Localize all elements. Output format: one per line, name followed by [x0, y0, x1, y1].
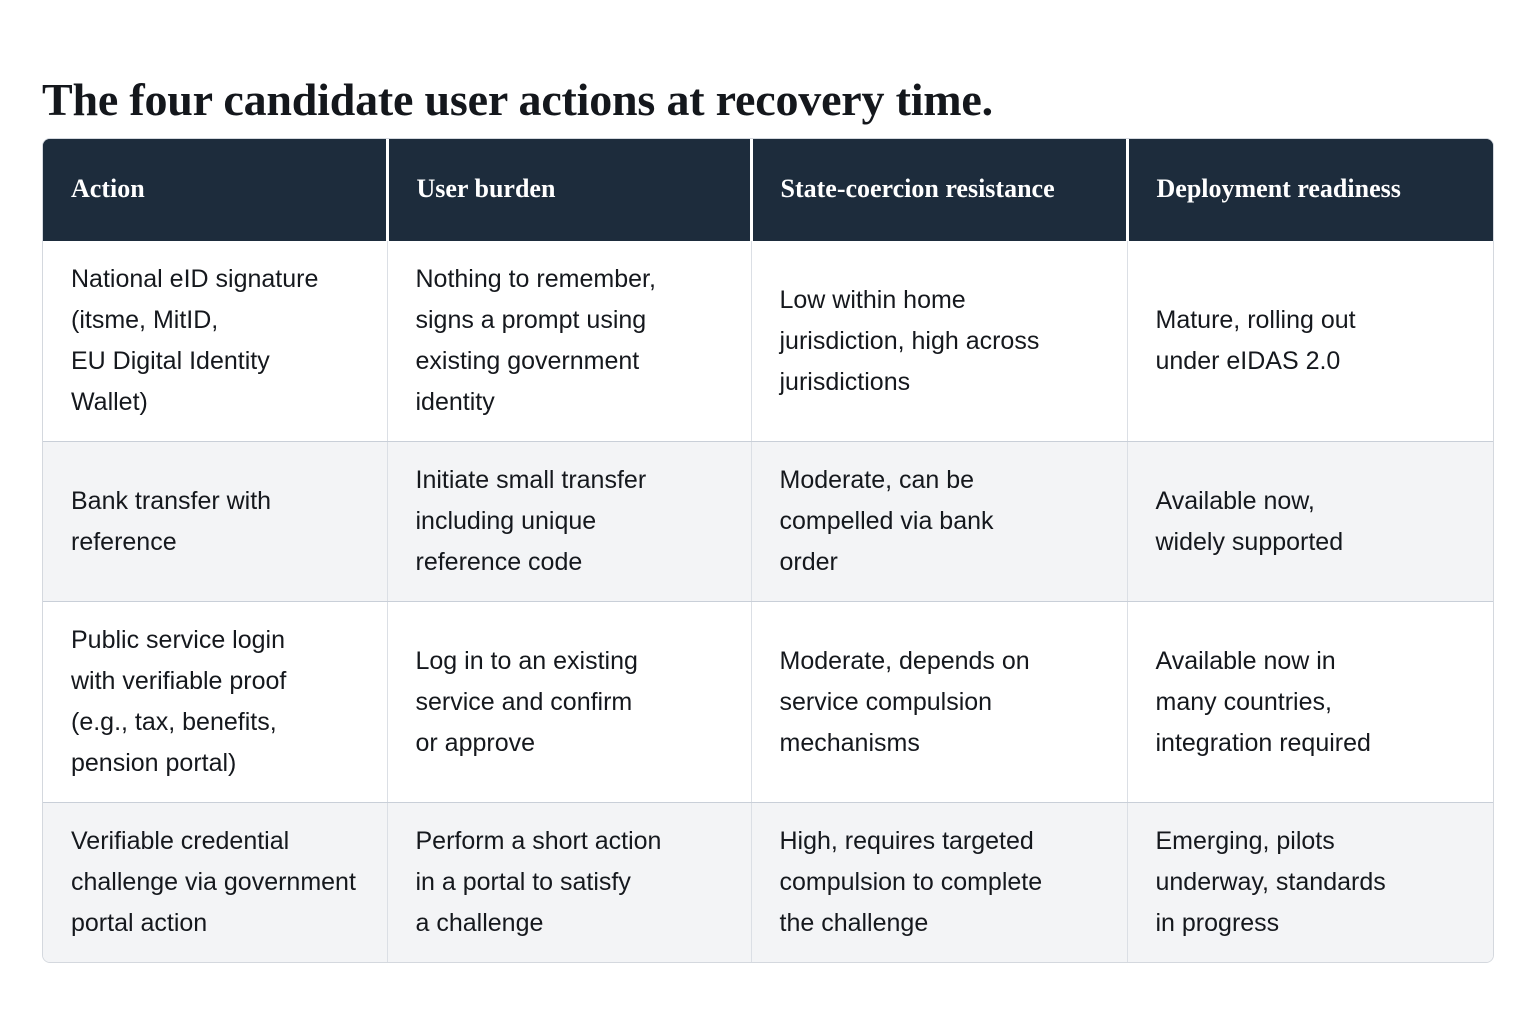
cell-text: Available now in many countries, integra…: [1155, 646, 1371, 757]
table-row: Public service login with verifiable pro…: [43, 601, 1493, 803]
table-body: National eID signature (itsme, MitID, EU…: [43, 241, 1493, 962]
table-row: Verifiable credential challenge via gove…: [43, 802, 1493, 962]
cell-text: Bank transfer with reference: [71, 486, 272, 556]
cell-action: Bank transfer with reference: [43, 441, 388, 602]
cell-deployment-readiness: Mature, rolling out under eIDAS 2.0: [1127, 241, 1493, 442]
cell-text: Verifiable credential challenge via gove…: [71, 827, 356, 937]
cell-user-burden: Nothing to remember, signs a prompt usin…: [387, 241, 752, 442]
cell-user-burden: Log in to an existing service and confir…: [387, 601, 752, 803]
cell-text: Public service login with verifiable pro…: [71, 626, 287, 777]
column-header-user-burden[interactable]: User burden: [387, 139, 753, 241]
table-row: Bank transfer with reference Initiate sm…: [43, 441, 1493, 602]
cell-text: Emerging, pilots underway, standards in …: [1155, 827, 1386, 937]
cell-text: Moderate, depends on service compulsion …: [779, 646, 1030, 757]
cell-text: Nothing to remember, signs a prompt usin…: [415, 265, 656, 416]
column-header-state-coercion-resistance[interactable]: State-coercion resistance: [751, 139, 1129, 241]
cell-deployment-readiness: Emerging, pilots underway, standards in …: [1127, 802, 1493, 962]
cell-state-coercion-resistance: Moderate, depends on service compulsion …: [751, 601, 1128, 803]
table-row: National eID signature (itsme, MitID, EU…: [43, 241, 1493, 442]
cell-user-burden: Perform a short action in a portal to sa…: [387, 802, 752, 962]
cell-action: Public service login with verifiable pro…: [43, 601, 388, 803]
cell-user-burden: Initiate small transfer including unique…: [387, 441, 752, 602]
table-header: Action User burden State-coercion resist…: [43, 139, 1493, 241]
cell-text: National eID signature (itsme, MitID, EU…: [71, 265, 319, 416]
comparison-table: Action User burden State-coercion resist…: [43, 139, 1493, 962]
cell-deployment-readiness: Available now in many countries, integra…: [1127, 601, 1493, 803]
cell-text: Available now, widely supported: [1155, 486, 1344, 556]
cell-state-coercion-resistance: Moderate, can be compelled via bank orde…: [751, 441, 1128, 602]
column-header-action[interactable]: Action: [43, 139, 389, 241]
cell-state-coercion-resistance: High, requires targeted compulsion to co…: [751, 802, 1128, 962]
comparison-table-container: Action User burden State-coercion resist…: [42, 138, 1494, 963]
cell-text: Mature, rolling out under eIDAS 2.0: [1155, 306, 1356, 375]
cell-action: National eID signature (itsme, MitID, EU…: [43, 241, 388, 442]
cell-text: Low within home jurisdiction, high acros…: [779, 285, 1040, 396]
cell-deployment-readiness: Available now, widely supported: [1127, 441, 1493, 602]
cell-text: High, requires targeted compulsion to co…: [779, 827, 1043, 937]
cell-text: Initiate small transfer including unique…: [415, 466, 647, 576]
column-header-deployment-readiness[interactable]: Deployment readiness: [1127, 139, 1493, 241]
cell-action: Verifiable credential challenge via gove…: [43, 802, 388, 962]
cell-state-coercion-resistance: Low within home jurisdiction, high acros…: [751, 241, 1128, 442]
table-header-row: Action User burden State-coercion resist…: [43, 139, 1493, 241]
cell-text: Perform a short action in a portal to sa…: [415, 827, 662, 937]
cell-text: Log in to an existing service and confir…: [415, 646, 638, 757]
page-title: The four candidate user actions at recov…: [42, 73, 993, 125]
cell-text: Moderate, can be compelled via bank orde…: [779, 466, 994, 576]
